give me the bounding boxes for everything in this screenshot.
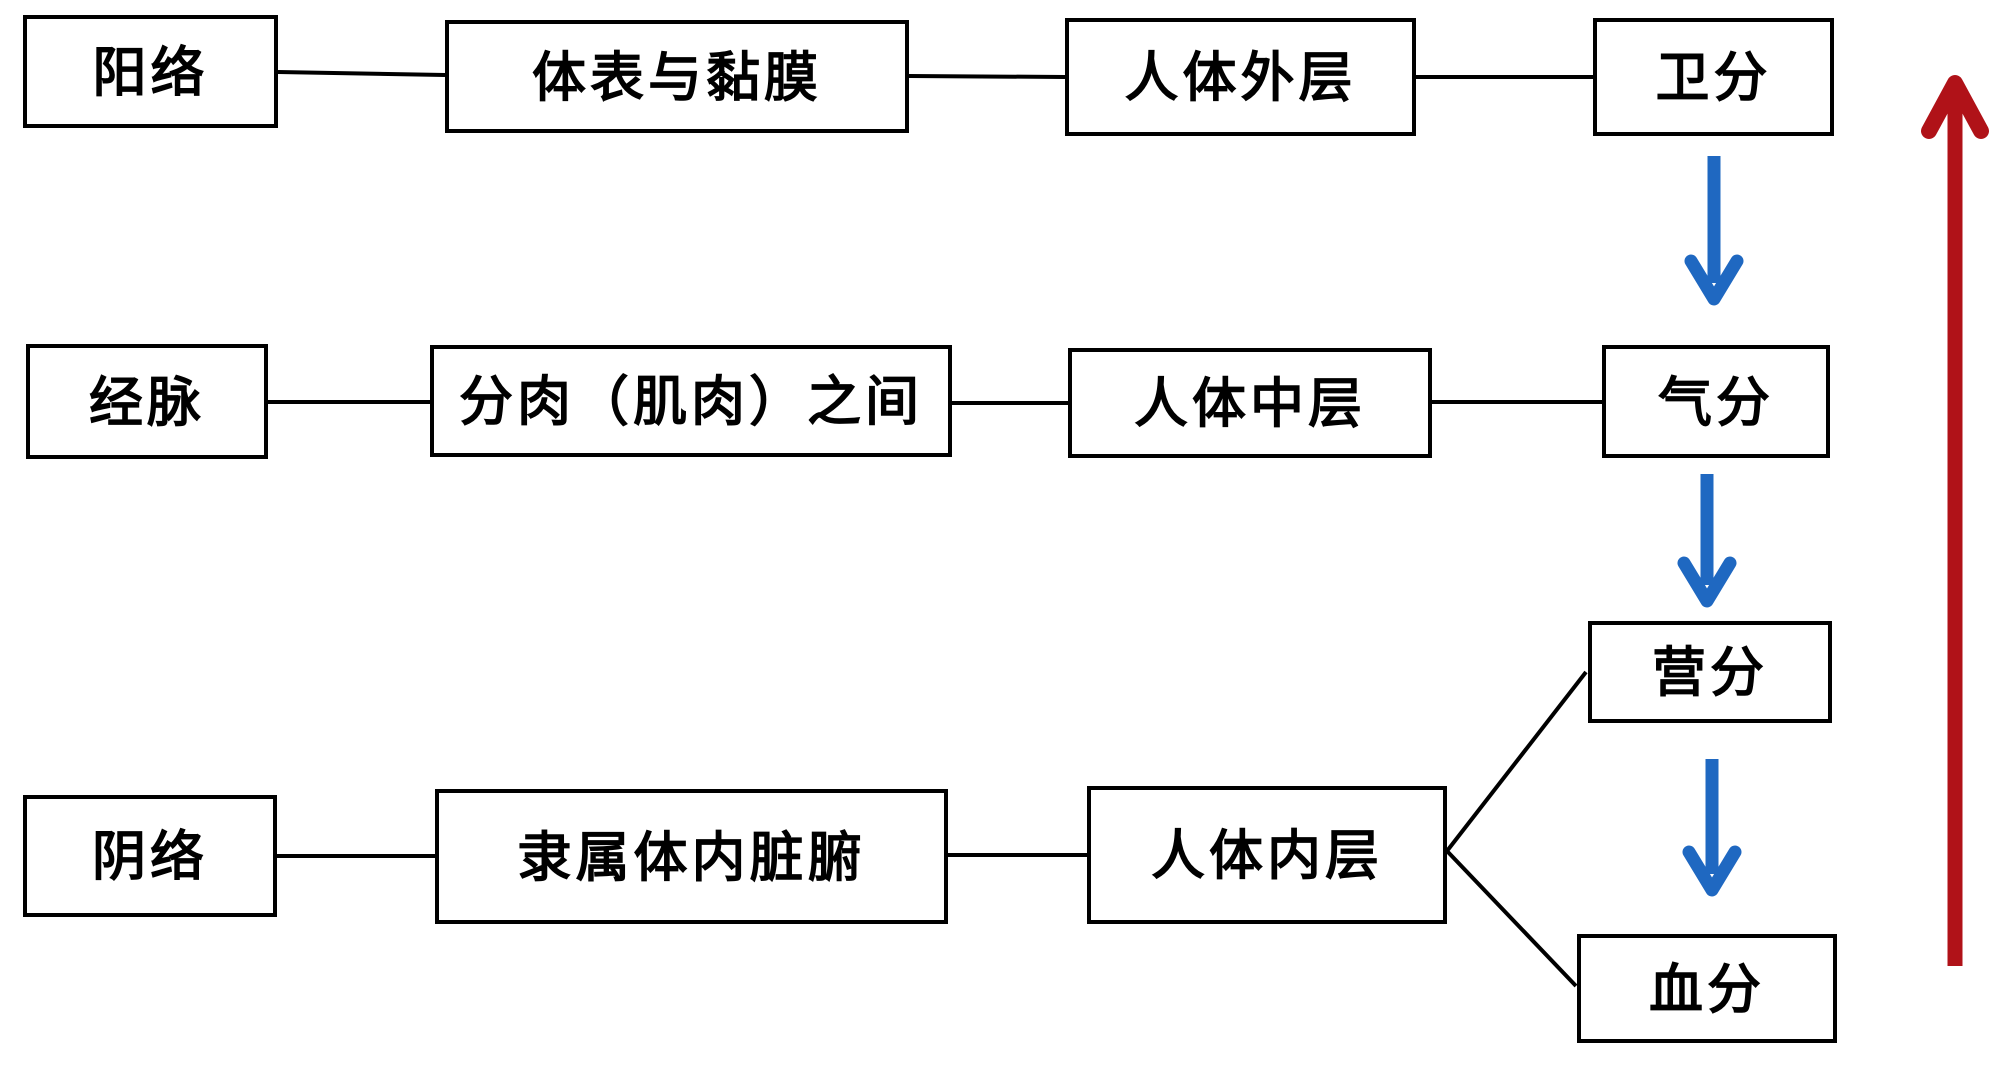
node-ying-fen: 营分 (1588, 621, 1832, 723)
node-yang-luo: 阳络 (23, 15, 278, 128)
node-middle-layer: 人体中层 (1068, 348, 1432, 458)
connector-bodysurface-outerlayer (908, 74, 1066, 79)
node-inner-layer: 人体内层 (1087, 786, 1447, 924)
arrow-head-icon (1684, 254, 1744, 306)
node-viscera: 隶属体内脏腑 (435, 789, 948, 924)
arrow-qifen-to-yingfen (1677, 474, 1737, 608)
node-jing-mai: 经脉 (26, 344, 268, 459)
arrow-head-icon (1921, 75, 1989, 139)
node-wei-fen: 卫分 (1593, 18, 1834, 136)
arrow-up-outward (1921, 75, 1989, 966)
arrow-head-icon (1677, 556, 1737, 608)
arrow-head-icon (1682, 845, 1742, 897)
node-qi-fen: 气分 (1602, 345, 1830, 458)
connector-innerlayer-yingfen (1445, 670, 1588, 853)
node-outer-layer: 人体外层 (1065, 18, 1416, 136)
arrow-weifen-to-qifen (1684, 156, 1744, 306)
arrow-yingfen-to-xuefen (1682, 759, 1742, 897)
connector-yangluo-bodysurface (277, 70, 446, 77)
node-xue-fen: 血分 (1577, 934, 1837, 1043)
connector-innerlayer-xuefen (1445, 849, 1578, 988)
node-yin-luo: 阴络 (23, 795, 277, 917)
node-body-surface: 体表与黏膜 (445, 20, 909, 133)
node-fen-rou: 分肉（肌肉）之间 (430, 345, 952, 457)
